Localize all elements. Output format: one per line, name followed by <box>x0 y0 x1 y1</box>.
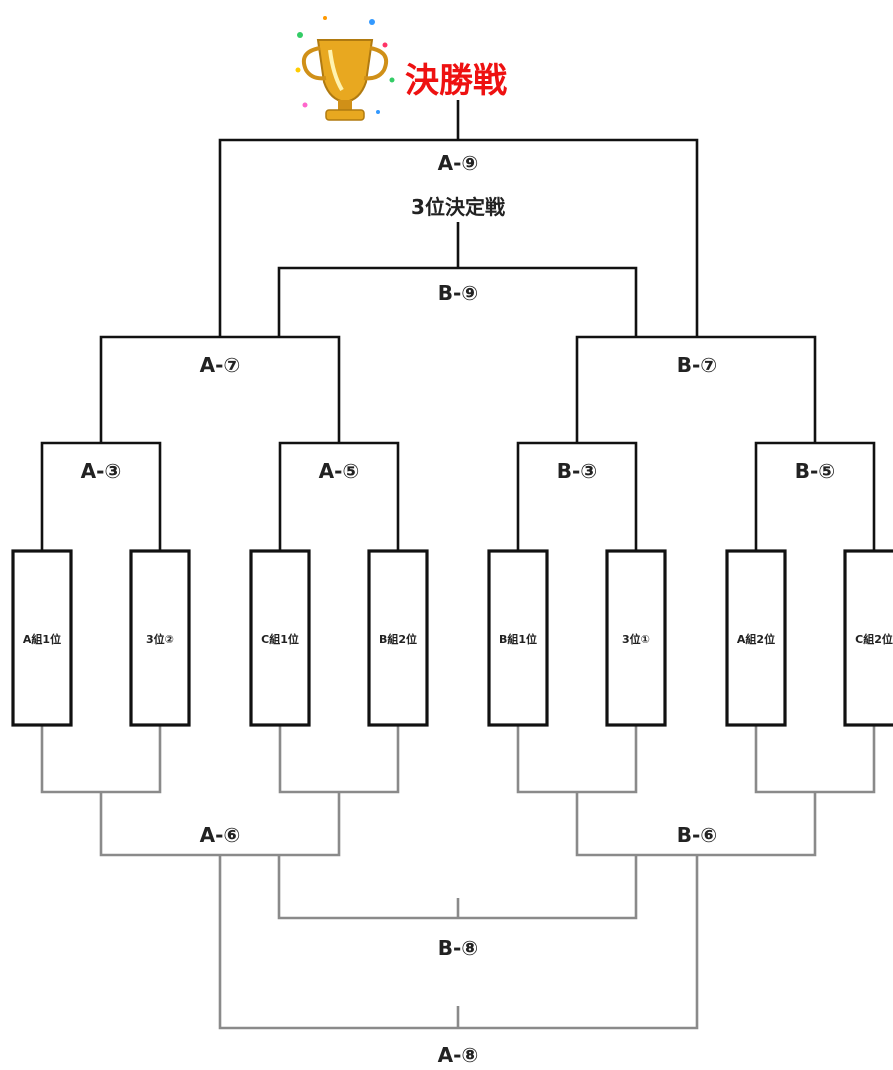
final-title: 決勝戦 <box>405 61 507 101</box>
third-place-title: 3位決定戦 <box>411 195 505 219</box>
seed-label: B組1位 <box>499 632 537 646</box>
seed-label: 3位② <box>146 632 174 646</box>
seed-label: A組2位 <box>737 632 775 646</box>
quarter-match-label: B-③ <box>557 459 597 483</box>
consolation-b-final-label: B-⑧ <box>438 936 478 960</box>
semi-match-label: A-⑦ <box>200 353 241 377</box>
seed-label: B組2位 <box>379 632 417 646</box>
seed-box-1 <box>11 549 73 727</box>
seed-label: 3位① <box>622 632 650 646</box>
seed-box-4 <box>367 549 429 727</box>
consolation-a-final-label: A-⑧ <box>438 1043 479 1067</box>
seed-label: C組1位 <box>261 632 299 646</box>
semi-match-label: B-⑦ <box>677 353 717 377</box>
seed-box-8 <box>843 549 893 727</box>
final-match-label: A-⑨ <box>438 151 479 175</box>
seed-boxes <box>11 549 893 727</box>
consolation-match-label: A-⑥ <box>200 823 241 847</box>
seed-box-6 <box>605 549 667 727</box>
seed-box-2 <box>129 549 191 727</box>
consolation-match-label: B-⑥ <box>677 823 717 847</box>
seed-label: C組2位 <box>855 632 893 646</box>
seed-box-3 <box>249 549 311 727</box>
upper-bracket-lines <box>40 100 876 551</box>
seed-box-7 <box>725 549 787 727</box>
quarter-match-label: A-③ <box>81 459 122 483</box>
quarter-match-label: B-⑤ <box>795 459 835 483</box>
consolation-bracket-lines <box>40 725 876 1030</box>
seed-label: A組1位 <box>23 632 61 646</box>
quarter-match-label: A-⑤ <box>319 459 360 483</box>
third-place-match-label: B-⑨ <box>438 281 478 305</box>
trophy-icon <box>295 16 395 121</box>
seed-box-5 <box>487 549 549 727</box>
